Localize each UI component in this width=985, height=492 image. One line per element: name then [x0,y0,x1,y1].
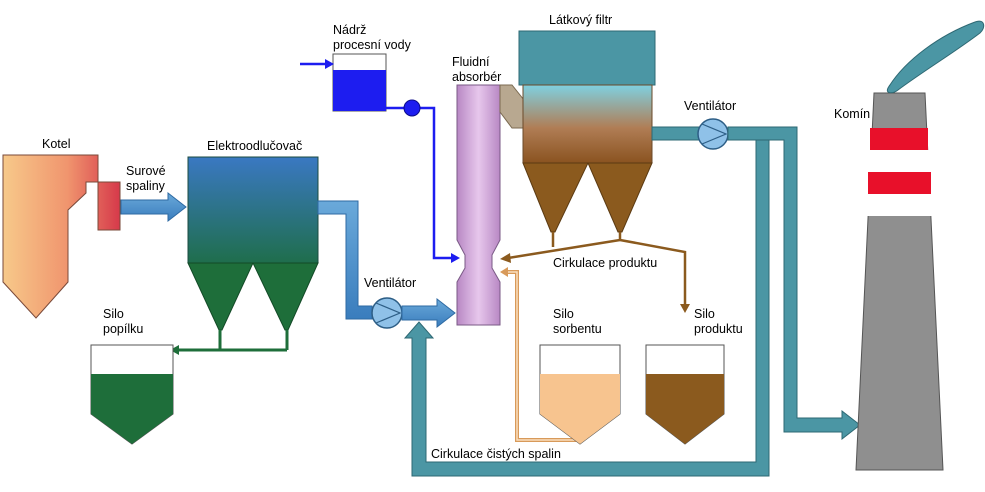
chimney-band-2 [868,172,931,194]
water-line-arrowhead [451,253,460,263]
label-silo-sorbentu-2: sorbentu [553,322,602,336]
duct-fan-to-chimney [727,126,861,441]
water-inlet-arrowhead [325,59,334,69]
label-ventilator-2: Ventilátor [684,99,736,113]
label-ventilator-1: Ventilátor [364,276,416,290]
process-water-fill [333,70,386,111]
electrostatic-precipitator [187,156,319,264]
ash-line [178,330,289,352]
product-line-arrowhead-absorber [500,253,511,263]
label-elektroodlucovac: Elektroodlučovač [207,139,302,153]
water-pump-icon [403,99,421,117]
fan-1-blade [375,302,402,324]
label-silo-produktu-2: produktu [694,322,743,336]
clean-gas-recirculation-duct [403,139,770,477]
fan-2-blade [701,123,728,145]
absorber-to-filter-duct [499,84,525,129]
sorbent-line-inner [506,271,578,441]
label-kotel: Kotel [42,137,71,151]
fluid-absorber [456,84,501,326]
fan-2 [697,118,729,150]
sorbent-line-arrowhead [500,267,508,277]
ash-silo-fill [91,374,173,444]
product-line-arrowhead-silo [680,304,690,313]
precipitator-hopper-left [187,262,254,331]
label-komin: Komín [834,107,870,121]
chimney-white-2 [867,194,932,216]
label-fluidni-2: absorbér [452,70,501,84]
duct-precipitator-to-fan [317,200,373,320]
product-line [507,232,687,305]
precipitator-hopper-right [252,262,319,331]
label-silo-popilku-2: popílku [103,322,143,336]
duct-filter-to-fan [651,126,701,141]
ash-line-arrow [170,345,179,355]
label-fluidni-1: Fluidní [452,55,490,69]
fabric-filter-body [522,84,653,164]
fan-1 [371,297,403,329]
filter-hopper-left [522,162,589,233]
chimney-band-1 [870,128,928,150]
chimney-white-1 [869,150,930,172]
label-cirkulace-produktu: Cirkulace produktu [553,256,657,270]
label-latkovy-filtr: Látkový filtr [549,13,612,27]
label-surove-1: Surové [126,164,166,178]
label-cirkulace-spalin: Cirkulace čistých spalin [431,447,561,461]
label-silo-produktu-1: Silo [694,307,715,321]
chimney-smoke-plume [886,20,985,94]
water-line [386,106,452,260]
duct-fan-to-absorber [401,297,456,329]
label-silo-popilku-1: Silo [103,307,124,321]
product-silo-fill [646,374,724,444]
label-nadrz-1: Nádrž [333,23,366,37]
label-silo-sorbentu-1: Silo [553,307,574,321]
boiler [2,154,121,319]
fabric-filter-top [518,30,656,86]
label-surove-2: spaliny [126,179,166,193]
label-nadrz-2: procesní vody [333,38,412,52]
filter-hopper-right [587,162,653,233]
sorbent-silo-fill [540,374,620,444]
raw-flue-gas-arrow [120,191,187,223]
